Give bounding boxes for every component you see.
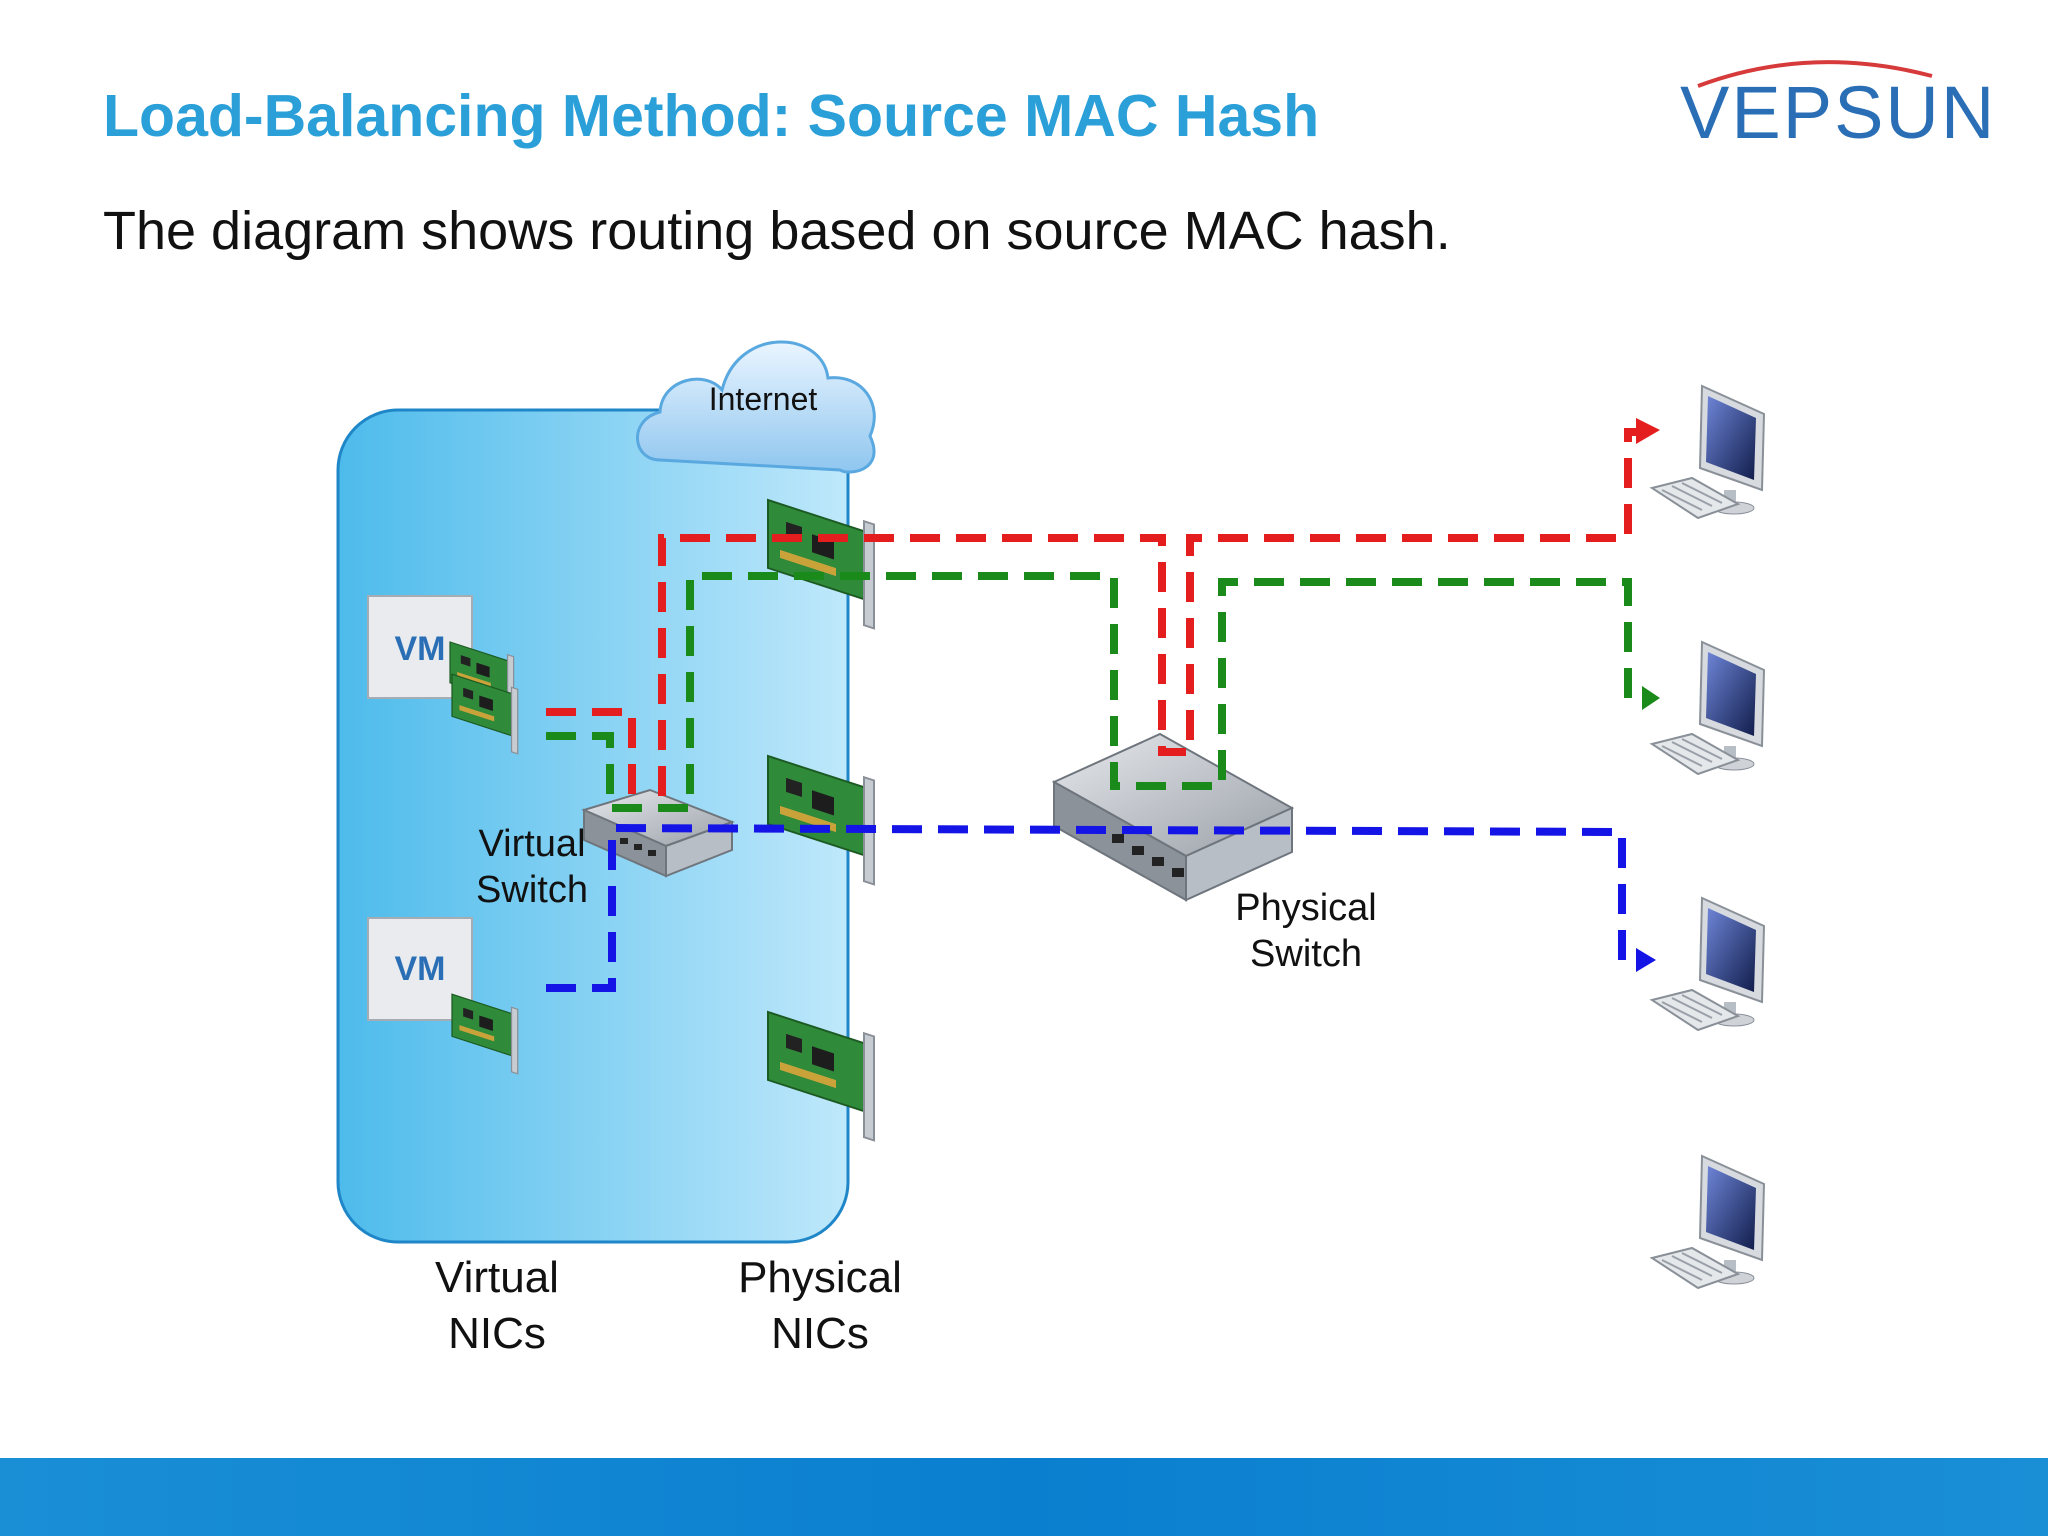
vepsun-logo: VEPSUN — [1670, 48, 1994, 154]
red-path-line-main — [658, 428, 1644, 796]
green-path-line — [546, 572, 1648, 812]
physical-nics-label-line2: NICs — [771, 1309, 869, 1358]
red-arrowhead-icon — [1636, 418, 1660, 444]
slide-title: Load-Balancing Method: Source MAC Hash — [103, 83, 1320, 149]
footer-bar — [0, 1458, 2048, 1536]
blue-arrowhead-icon — [1636, 948, 1656, 972]
virtual-nics-label-line1: Virtual — [435, 1253, 559, 1302]
logo-text: VEPSUN — [1680, 71, 1997, 154]
physical-switch-icon — [1051, 732, 1295, 902]
blue-path-line — [546, 823, 1640, 992]
slide-subtitle: The diagram shows routing based on sourc… — [103, 201, 1451, 261]
internet-label: Internet — [709, 381, 818, 417]
virtual-nics-label-line2: NICs — [448, 1309, 546, 1358]
virtual-switch-label-line2: Switch — [476, 869, 588, 911]
red-path-line — [546, 708, 636, 796]
cloud-icon — [636, 340, 876, 474]
computer-4-icon — [1651, 1155, 1765, 1289]
computer-2-icon — [1651, 641, 1765, 775]
physical-nics-label-line1: Physical — [738, 1253, 902, 1302]
computer-1-icon — [1651, 385, 1765, 519]
virtual-switch-label-line1: Virtual — [478, 823, 585, 865]
computer-3-icon — [1651, 897, 1765, 1031]
physical-switch-label-line2: Switch — [1250, 933, 1362, 975]
green-arrowhead-icon — [1642, 686, 1660, 710]
physical-switch-label-line1: Physical — [1235, 887, 1377, 929]
vm-label-1: VM — [395, 630, 446, 668]
vm-label-2: VM — [395, 950, 446, 988]
logo-arc-icon — [1697, 60, 1933, 88]
